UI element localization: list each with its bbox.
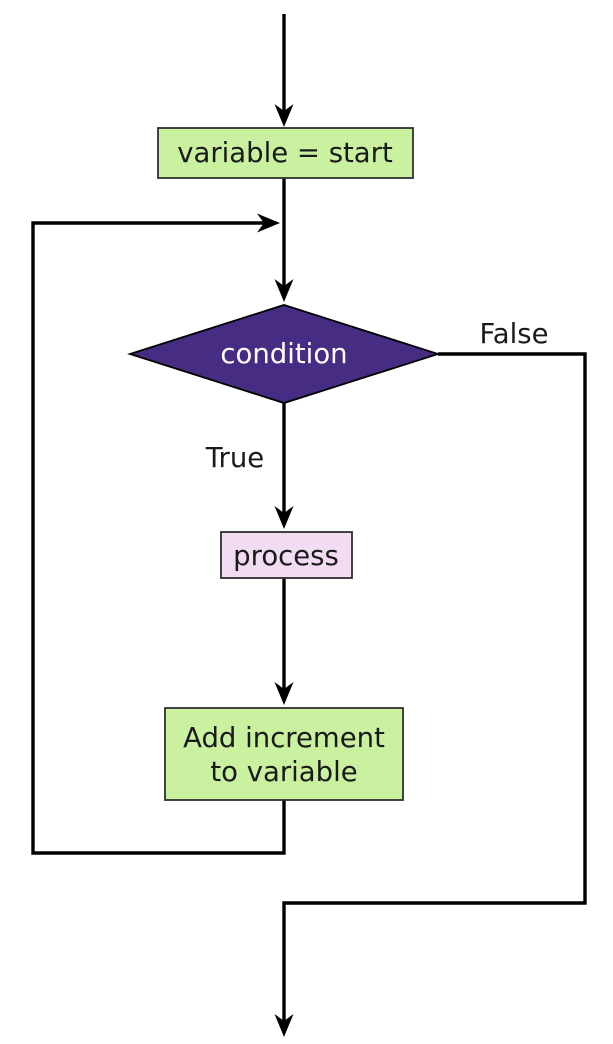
edge-loopback xyxy=(31,213,286,855)
node-init xyxy=(157,127,414,179)
node-increment-label-line2: to variable xyxy=(210,756,357,788)
node-increment xyxy=(164,707,404,801)
edge-true-label: True xyxy=(205,442,264,474)
edge-false-label: False xyxy=(479,318,548,350)
node-increment-label-line1: Add increment xyxy=(183,722,385,754)
edge-false-exit xyxy=(274,352,587,1037)
node-process-label: process xyxy=(233,540,339,572)
node-process xyxy=(220,531,353,579)
node-init-label: variable = start xyxy=(177,137,393,169)
node-condition xyxy=(127,304,441,404)
node-condition-label: condition xyxy=(220,338,347,370)
